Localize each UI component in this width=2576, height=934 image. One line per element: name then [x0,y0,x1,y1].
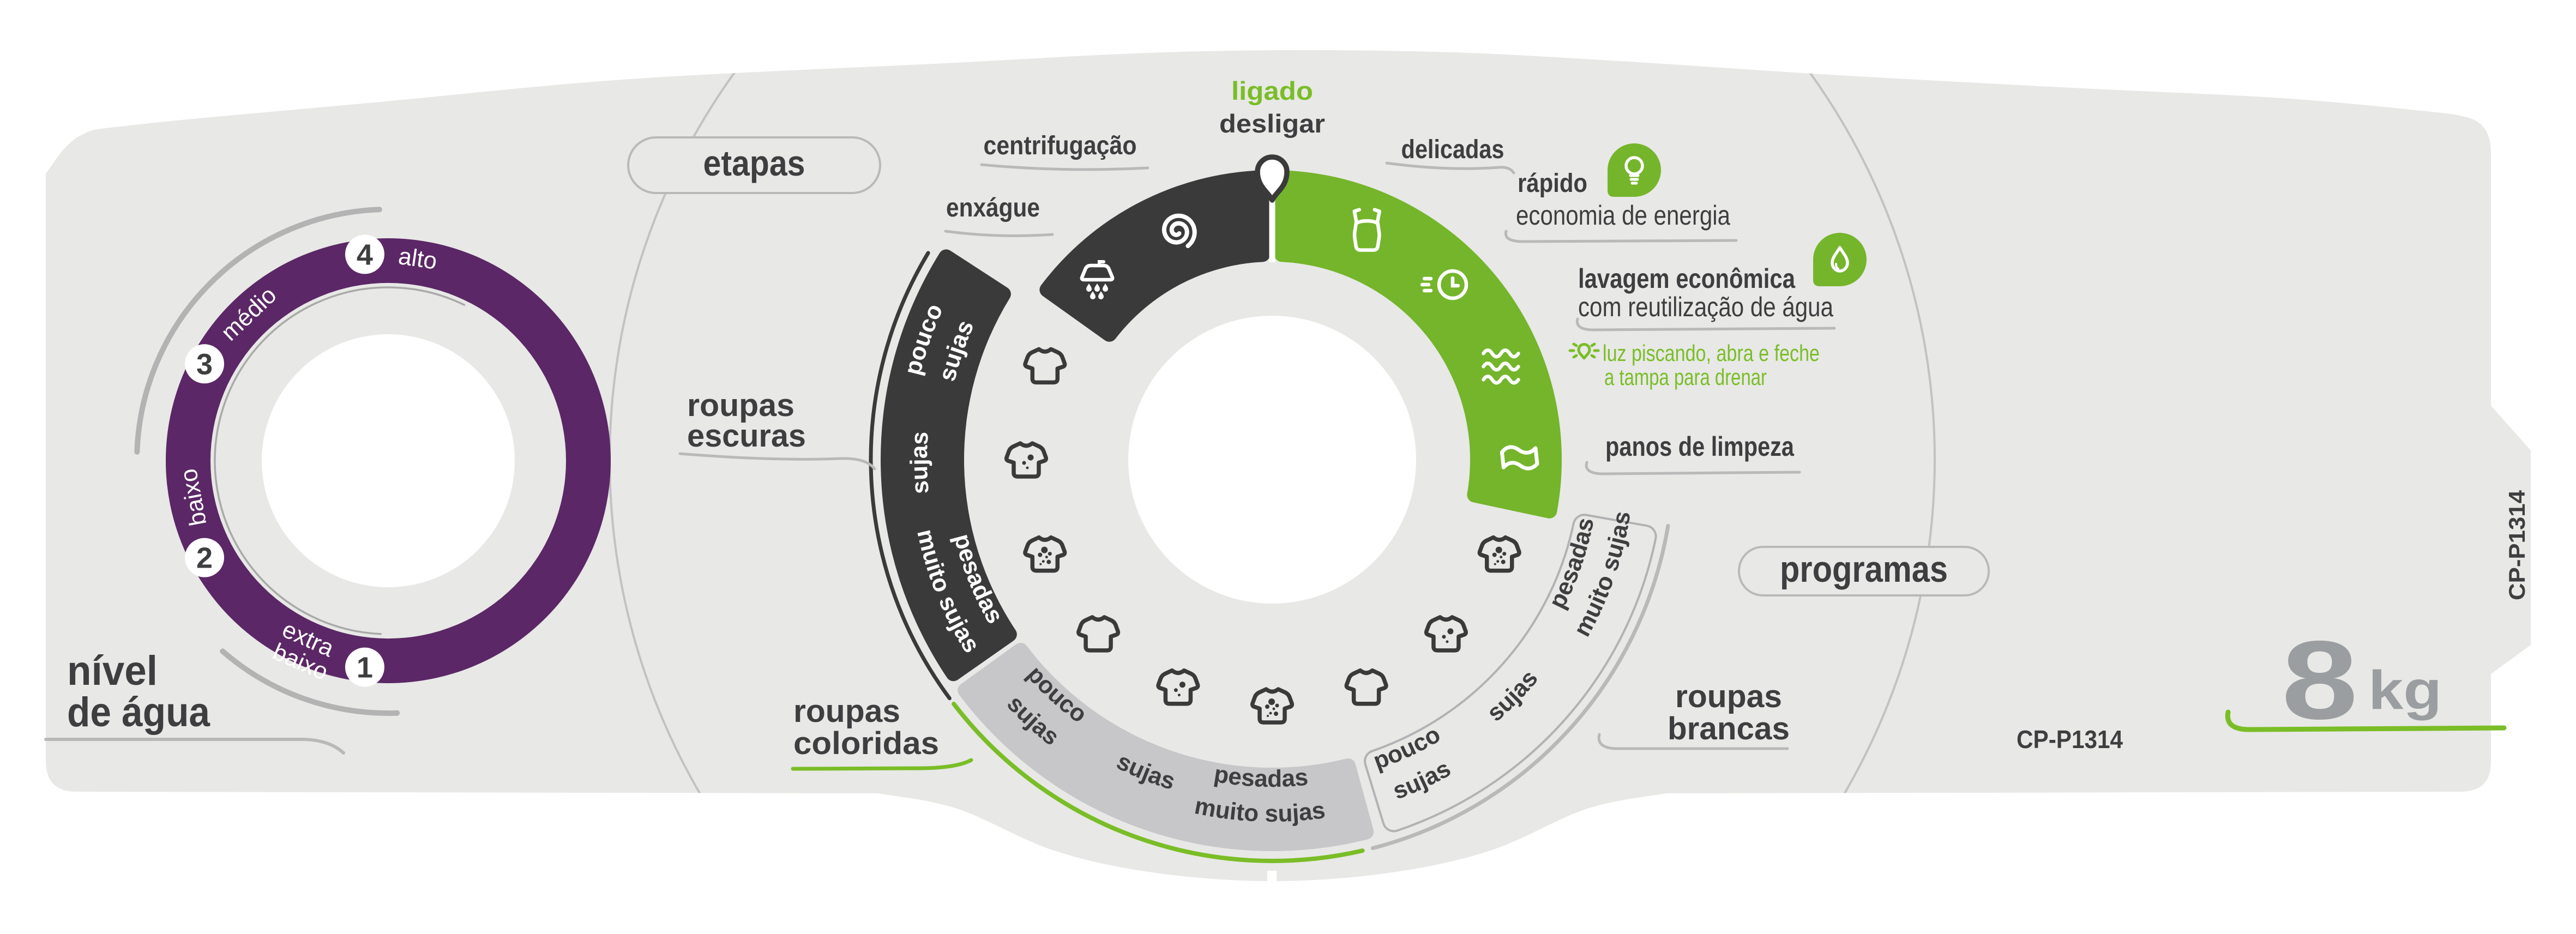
svg-text:roupas: roupas [1675,679,1782,714]
svg-text:rápido: rápido [1518,169,1587,198]
svg-text:coloridas: coloridas [793,726,939,761]
svg-text:CP-P1314: CP-P1314 [2017,725,2123,754]
svg-text:alto: alto [396,243,438,275]
svg-text:kg: kg [2368,660,2442,721]
svg-text:nível: nível [67,648,158,694]
svg-text:de água: de água [67,689,210,736]
svg-text:CP-P1314: CP-P1314 [2504,490,2530,600]
svg-text:lavagem econômica: lavagem econômica [1578,263,1796,294]
svg-text:programas: programas [1780,549,1948,590]
svg-text:desligar: desligar [1219,109,1325,138]
svg-text:sujas: sujas [906,431,934,495]
svg-text:com reutilização de água: com reutilização de água [1578,292,1833,322]
svg-text:pesadas: pesadas [1212,761,1309,792]
svg-text:roupas: roupas [793,694,900,729]
svg-text:panos de limpeza: panos de limpeza [1605,431,1795,462]
svg-text:1: 1 [357,652,373,684]
svg-text:3: 3 [196,348,213,381]
svg-text:ligado: ligado [1231,76,1313,105]
svg-text:delicadas: delicadas [1401,135,1504,164]
svg-text:4: 4 [357,238,373,271]
svg-text:luz piscando, abra e feche: luz piscando, abra e feche [1603,340,1820,366]
svg-text:8: 8 [2282,618,2358,743]
svg-text:a tampa para drenar: a tampa para drenar [1604,364,1767,390]
svg-text:enxágue: enxágue [946,194,1040,222]
svg-text:brancas: brancas [1668,711,1790,746]
svg-text:centrifugação: centrifugação [984,131,1137,160]
svg-text:roupas: roupas [687,388,795,423]
svg-text:etapas: etapas [703,143,805,183]
svg-text:economia de energia: economia de energia [1516,200,1730,231]
svg-text:escuras: escuras [687,418,806,454]
svg-text:2: 2 [196,542,213,575]
